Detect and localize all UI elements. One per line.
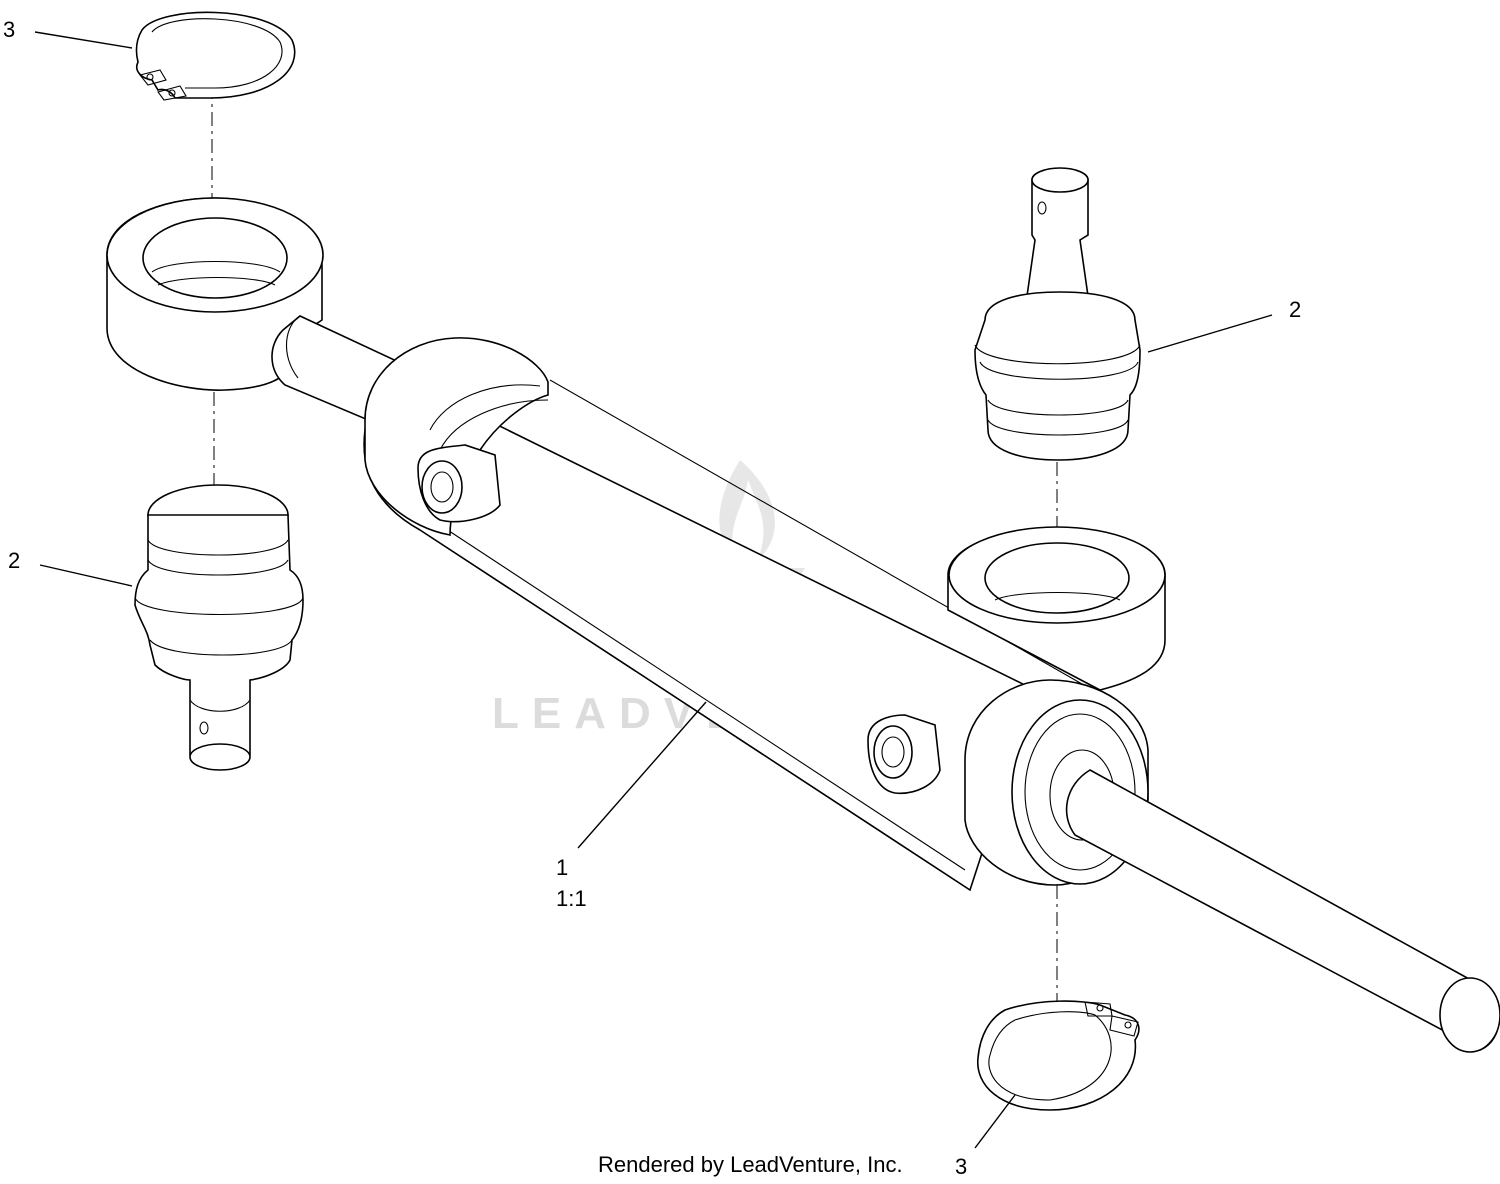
cylinder-gland-left bbox=[364, 337, 549, 536]
ball-joint-left bbox=[134, 484, 304, 771]
leader-joint-right bbox=[1147, 314, 1273, 353]
callout-cylinder-index: 1 bbox=[556, 855, 568, 880]
snap-ring-bottom bbox=[977, 1000, 1140, 1111]
callout-joint-right: 2 bbox=[1289, 297, 1301, 322]
ball-joint-right bbox=[974, 167, 1141, 461]
cylinder-eye-left bbox=[106, 197, 324, 391]
callout-cylinder-qty: 1:1 bbox=[556, 886, 587, 911]
leader-cylinder bbox=[577, 701, 707, 849]
callout-ring-bottom: 3 bbox=[955, 1154, 967, 1179]
piston-rod-right bbox=[1065, 769, 1500, 1053]
leader-ring-bottom bbox=[974, 1094, 1016, 1149]
cylinder-eye-right bbox=[947, 526, 1166, 691]
leader-joint-left bbox=[39, 564, 133, 587]
callout-joint-left: 2 bbox=[8, 548, 20, 573]
footer-credit: Rendered by LeadVenture, Inc. bbox=[598, 1152, 903, 1177]
leader-ring-top bbox=[34, 31, 133, 49]
snap-ring-top bbox=[135, 11, 296, 101]
callout-ring-top: 3 bbox=[3, 17, 15, 42]
